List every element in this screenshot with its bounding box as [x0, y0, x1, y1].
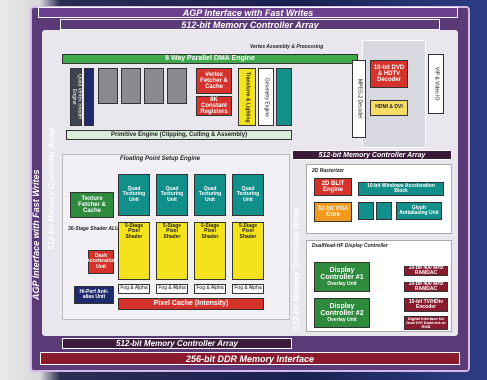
- pipe-1: Quad Texturing Unit: [118, 174, 150, 216]
- ddr-interface: 256-bit DDR Memory Interface: [40, 352, 460, 365]
- pixel-shader-3: 5-Stage Pixel Shader: [194, 222, 226, 280]
- vertex-alu-4: [167, 68, 187, 104]
- digital-interface: Digital Interface for Dual DVI DualLink …: [404, 316, 448, 330]
- overlay-2-label: Overlay Unit: [327, 316, 357, 323]
- aa-unit: Hi-Perf Anti-alias Unit: [74, 286, 114, 304]
- dash-unit: Dash Acceleration Unit: [86, 250, 116, 274]
- vertex-alu-1: [98, 68, 118, 104]
- dma-engine: 8 Way Parallel DMA Engine: [62, 54, 358, 64]
- video-block-outline: [362, 40, 426, 148]
- 2d-area-outline: [306, 164, 452, 234]
- display-2-label: Display Controller #2: [320, 303, 364, 318]
- overlay-1-label: Overlay Unit: [327, 280, 357, 287]
- primitive-engine: Primitive Engine (Clipping, Culling & As…: [66, 130, 292, 140]
- shader-stack: [84, 68, 94, 126]
- windows-accel: 10-bit Windows Acceleration Block: [358, 182, 444, 196]
- 2d-rasterizer-label: 2D Rasterizer: [312, 168, 344, 174]
- fog-alpha-4: Fog & Alpha: [232, 284, 264, 294]
- transform-unit-2: [276, 68, 292, 126]
- left-memory-label: 512-bit Memory Controller Array: [47, 128, 56, 250]
- pipe-2: Quad Texturing Unit: [156, 174, 188, 216]
- dvd-decoder: 10-bit DVD & HDTV Decoder: [370, 60, 408, 88]
- memory-controller-right: 512-bit Memory Controller Array: [292, 150, 452, 160]
- memory-controller-top: 512-bit Memory Controller Array: [60, 19, 440, 30]
- glyph-aa: Glyph Antialiasing Unit: [396, 202, 442, 220]
- ramdac-1: 10-bit 400 MHz RAMDAC: [404, 265, 448, 276]
- geometry-engine-vertical: Geometry Engine: [258, 68, 274, 126]
- fog-alpha-1: Fog & Alpha: [118, 284, 150, 294]
- transform-lighting: Transform & Lighting: [238, 68, 256, 126]
- fog-alpha-2: Fog & Alpha: [156, 284, 188, 294]
- agp-top-bar: AGP Interface with Fast Writes: [38, 7, 458, 18]
- pipe-3: Quad Texturing Unit: [194, 174, 226, 216]
- vertex-shader-unit: Quad Vertex Shader Engine: [70, 68, 82, 126]
- display-1-label: Display Controller #1: [320, 267, 364, 282]
- video-io: VIP & Video IO: [428, 54, 444, 114]
- mpeg-unit: MPEG-2 Decoder: [352, 60, 366, 138]
- mid-memory-label: 512-bit Memory Controller Array: [292, 208, 301, 330]
- constant-registers: 8K Constant Registers: [196, 96, 232, 116]
- 2d-aux-2: [376, 202, 392, 220]
- shader-alu-label: 36-Stage Shader ALU: [68, 226, 119, 232]
- vertex-assembly-label: Vertex Assembly & Processing: [250, 44, 324, 50]
- mpeg-decoder: HDMI & DVI: [370, 100, 408, 116]
- vga-core: 32-bit VGA Core: [314, 202, 352, 222]
- display-controller-1: Display Controller #1 Overlay Unit: [314, 262, 370, 292]
- texture-fetcher: Texture Fetcher & Cache: [70, 192, 114, 218]
- vertex-alu-3: [144, 68, 164, 104]
- pipe-4: Quad Texturing Unit: [232, 174, 264, 216]
- left-agp-label: AGP Interface with Fast Writes: [31, 169, 41, 300]
- memory-controller-bottom: 512-bit Memory Controller Array: [62, 338, 292, 349]
- fog-alpha-3: Fog & Alpha: [194, 284, 226, 294]
- blit-engine: 2D BLIT Engine: [314, 178, 352, 196]
- tv-encoder: 10-bit TV/HDtv Encoder: [404, 298, 448, 312]
- 2d-aux-1: [358, 202, 374, 220]
- pixel-shader-2: 5-Stage Pixel Shader: [156, 222, 188, 280]
- vertex-fetcher: Vertex Fetcher & Cache: [196, 68, 232, 94]
- vertex-alu-2: [121, 68, 141, 104]
- pixel-shader-4: 5-Stage Pixel Shader: [232, 222, 264, 280]
- ramdac-2: 10-bit 400 MHz RAMDAC: [404, 281, 448, 292]
- fp-setup-label: Floating Point Setup Engine: [120, 156, 200, 162]
- pixel-cache: Pixel Cache (Intensity): [118, 298, 264, 310]
- display-controller-2: Display Controller #2 Overlay Unit: [314, 298, 370, 328]
- display-header: DualHead-HF Display Controller: [312, 243, 388, 249]
- pixel-shader-1: 5-Stage Pixel Shader: [118, 222, 150, 280]
